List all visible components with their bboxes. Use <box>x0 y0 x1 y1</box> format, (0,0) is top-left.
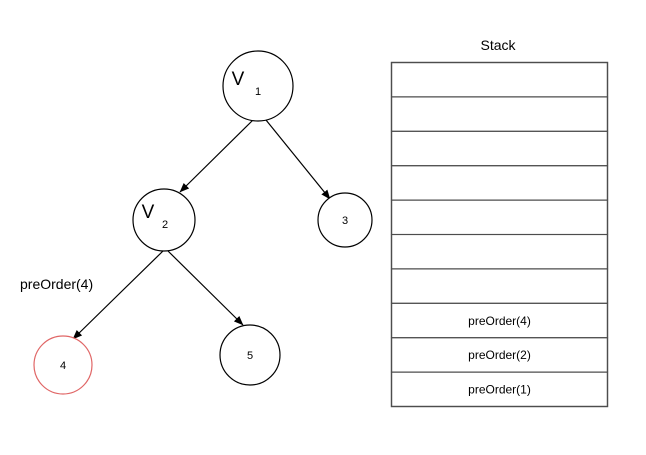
tree-node-4[interactable]: 4 <box>33 335 93 395</box>
tree-node-1[interactable]: V 1 <box>222 50 294 122</box>
node-label-2-main: V <box>142 202 155 223</box>
tree-node-2[interactable]: V 2 <box>132 188 196 252</box>
edge-n1-n3 <box>265 119 331 200</box>
tree-node-3[interactable]: 3 <box>317 192 373 248</box>
stack-cell-label-7: preOrder(4) <box>468 314 531 328</box>
node-label-1-main: V <box>232 69 245 90</box>
stack-cell-label-8: preOrder(2) <box>468 348 531 362</box>
node-circle-3 <box>317 192 373 248</box>
edge-n2-n5 <box>167 250 244 326</box>
stack-table: preOrder(4) preOrder(2) preOrder(1) <box>390 61 609 408</box>
node-circle-5 <box>219 324 281 386</box>
edge-n1-n2 <box>179 119 254 193</box>
node-label-5: 5 <box>247 350 253 362</box>
node-label-4: 4 <box>60 360 66 372</box>
node-circle-2 <box>132 188 196 252</box>
node-label-2-sub: 2 <box>162 219 168 231</box>
current-call-annotation: preOrder(4) <box>20 276 93 292</box>
stack-cell-bg-9 <box>390 371 609 408</box>
stack-cell-label-9: preOrder(1) <box>468 383 531 397</box>
stack-title: Stack <box>480 37 516 53</box>
tree-node-5[interactable]: 5 <box>219 324 281 386</box>
stack-row-9[interactable]: preOrder(1) <box>390 371 609 408</box>
edge-n2-n4 <box>72 250 164 340</box>
node-label-3: 3 <box>342 215 348 227</box>
tree-edges <box>72 119 331 340</box>
node-circle-1 <box>222 50 294 122</box>
node-circle-4 <box>33 335 93 395</box>
node-label-1-sub: 1 <box>255 86 261 98</box>
